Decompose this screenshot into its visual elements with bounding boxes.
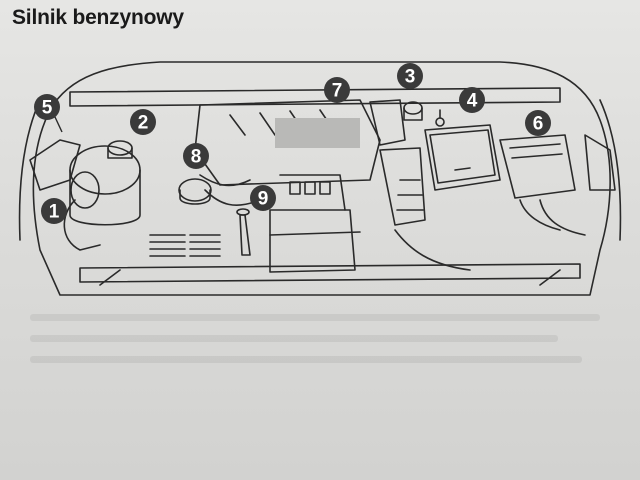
engine-bay-outline (33, 62, 610, 295)
engine-bay-diagram: 1 2 3 4 5 6 7 8 (0, 40, 640, 310)
dipstick (240, 215, 250, 255)
callout-4: 4 (459, 87, 485, 113)
brake-fluid-reservoir (370, 100, 405, 145)
callout-4-label: 4 (467, 91, 478, 112)
callout-7-label: 7 (332, 81, 343, 102)
callout-7: 7 (324, 77, 350, 103)
callout-8: 8 (183, 143, 209, 169)
callout-1: 1 (41, 198, 67, 224)
callout-1-label: 1 (49, 202, 60, 223)
callout-5-label: 5 (42, 98, 53, 119)
callout-3: 3 (397, 63, 423, 89)
callout-8-label: 8 (191, 147, 202, 168)
callout-9-label: 9 (258, 189, 269, 210)
fuse-box (500, 135, 575, 198)
callout-6-label: 6 (533, 114, 544, 135)
callout-2: 2 (130, 109, 156, 135)
callout-5: 5 (34, 94, 60, 120)
callout-6: 6 (525, 110, 551, 136)
top-crossmember (70, 88, 560, 106)
callout-9: 9 (250, 185, 276, 211)
page-title: Silnik benzynowy (12, 6, 184, 30)
callout-2-label: 2 (138, 113, 149, 134)
callout-3-label: 3 (405, 67, 416, 88)
oil-filler-cap (179, 179, 211, 201)
